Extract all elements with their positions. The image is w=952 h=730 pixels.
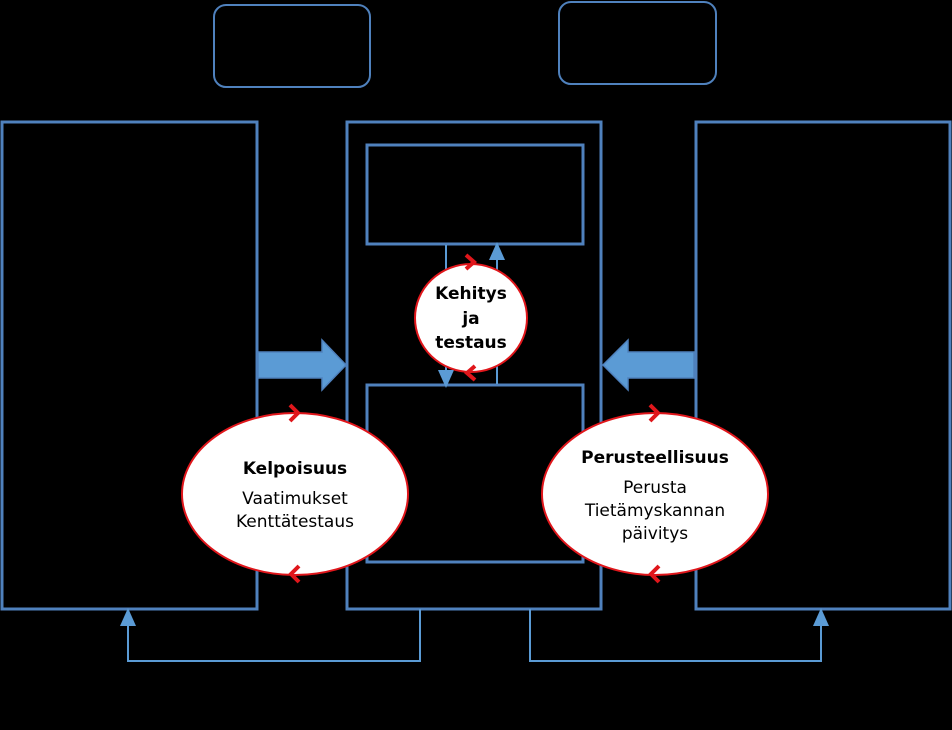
center-ellipse-chevron-left-icon: [463, 364, 477, 382]
right-ellipse-line-2: Tietämyskannan: [584, 501, 725, 521]
bottom-left-connector: [120, 608, 421, 662]
right-ellipse-chevron-left-icon: [648, 564, 661, 584]
right-ellipse-chevron-right-icon: [648, 403, 661, 423]
top-left-box: [213, 4, 371, 88]
left-ellipse-line-1: Vaatimukset: [242, 489, 348, 509]
right-ellipse-title: Perusteellisuus: [581, 448, 729, 468]
block-arrow-right: [257, 338, 348, 392]
left-ellipse-line-2: Kenttätestaus: [236, 512, 354, 532]
right-ellipse-line-3: päivitys: [622, 524, 688, 544]
right-ellipse-line-1: Perusta: [623, 478, 687, 498]
left-ellipse-chevron-right-icon: [288, 403, 301, 423]
center-upper-box: [365, 143, 585, 246]
top-right-box: [558, 1, 717, 85]
center-ellipse-line-2: ja: [461, 309, 479, 329]
bottom-right-connector: [529, 608, 829, 662]
right-ellipse: [541, 412, 769, 576]
left-ellipse-chevron-left-icon: [288, 564, 301, 584]
center-panel: [345, 120, 603, 611]
center-ellipse-chevron-right-icon: [464, 253, 478, 271]
block-arrow-left: [601, 338, 695, 392]
left-ellipse: [181, 412, 409, 576]
center-ellipse-line-1: Kehitys: [435, 284, 507, 304]
left-ellipse-title: Kelpoisuus: [243, 459, 347, 479]
center-ellipse-line-3: testaus: [435, 333, 507, 353]
